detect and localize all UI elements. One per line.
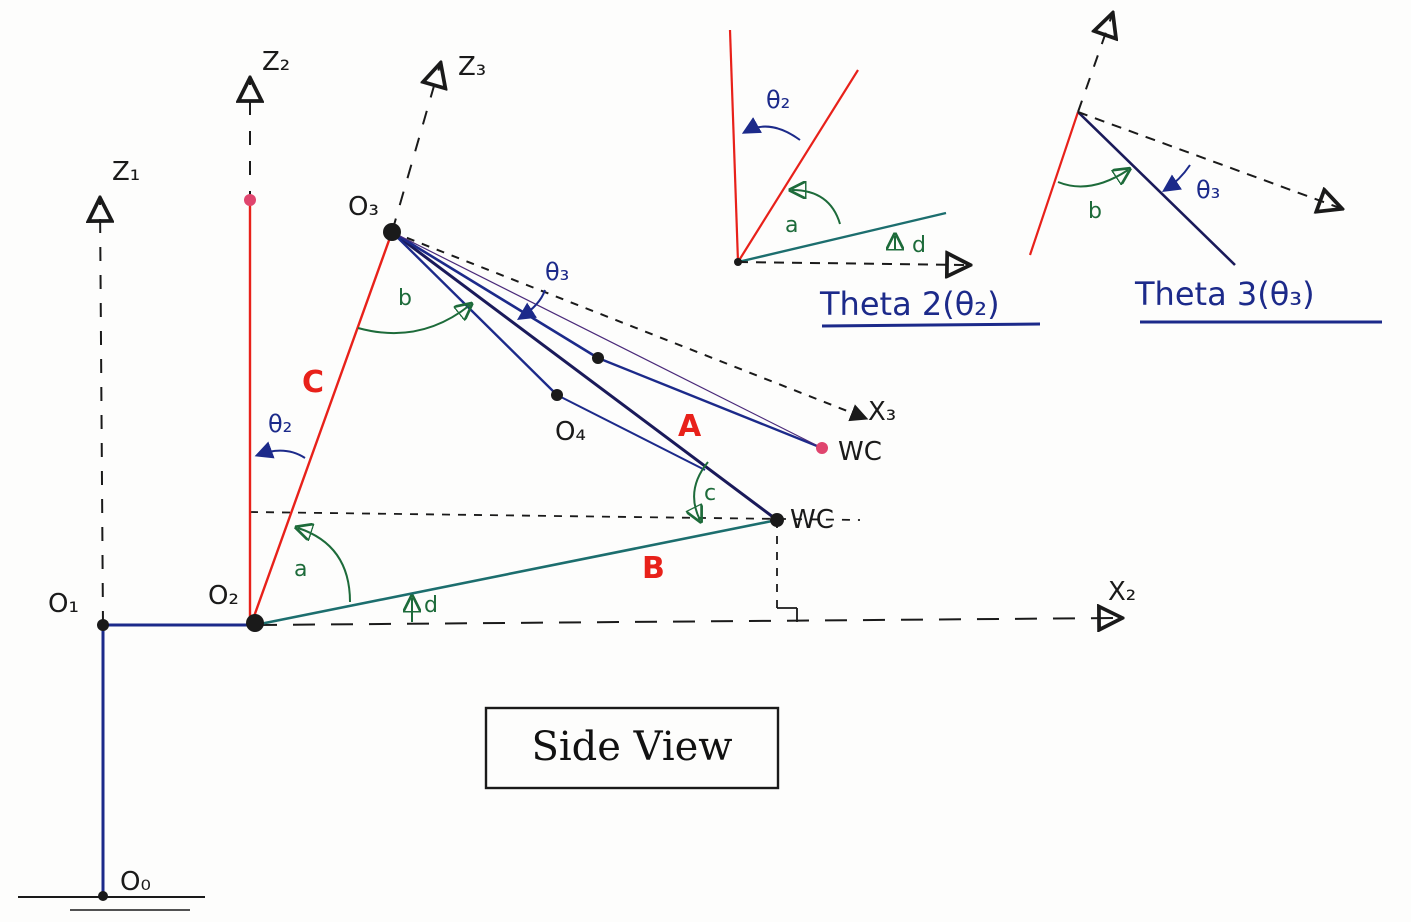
point-wc-main — [770, 513, 784, 527]
inset2-theta-label: θ₂ — [766, 86, 790, 114]
side-a-line — [391, 230, 778, 522]
label-wc-alt: WC — [838, 437, 882, 467]
label-z1: Z₁ — [112, 157, 140, 187]
label-o4: O₄ — [555, 417, 586, 447]
label-angle-a: a — [294, 557, 307, 582]
inset3-theta-label: θ₃ — [1196, 176, 1220, 204]
label-wc-main: WC — [790, 505, 834, 535]
axis-z1 — [100, 200, 103, 626]
inset2-a-label: a — [785, 213, 798, 238]
side-b-line — [254, 518, 778, 627]
axis-z3 — [391, 65, 440, 233]
inset3-b-label: b — [1088, 199, 1102, 224]
angle-theta2-arc — [254, 441, 306, 459]
label-angle-c: c — [704, 481, 716, 506]
label-side-c: C — [302, 365, 324, 400]
label-x3: X₃ — [868, 397, 896, 427]
point-o2 — [246, 614, 264, 632]
point-wc-alt — [816, 442, 828, 454]
inset-theta3: θ₃ b Theta 3(θ₃) — [1028, 15, 1382, 324]
link-base — [101, 623, 255, 896]
label-o2: O₂ — [208, 581, 239, 611]
inset-theta2: θ₂ a d Theta 2(θ₂) — [728, 29, 1041, 328]
point-o3 — [383, 223, 401, 241]
angle-theta3-arc — [516, 289, 546, 320]
label-o0: O₀ — [120, 867, 151, 897]
label-o1: O₁ — [48, 589, 79, 619]
point-o0 — [98, 891, 108, 901]
axis-x2 — [254, 618, 1120, 625]
label-z3: Z₃ — [458, 52, 486, 82]
projection-lines — [249, 511, 861, 622]
inset2-caption: Theta 2(θ₂) — [819, 285, 1000, 323]
angle-b-arc — [357, 305, 470, 334]
side-c-line — [250, 231, 394, 623]
point-o1 — [97, 619, 109, 631]
inset2-d-label: d — [912, 233, 926, 258]
label-angle-b: b — [398, 286, 412, 311]
label-side-a: A — [678, 409, 702, 444]
label-z2: Z₂ — [262, 47, 290, 77]
title-box: Side View — [484, 706, 780, 790]
label-angle-d: d — [424, 593, 438, 618]
angle-c-arc — [694, 461, 709, 520]
point-z2-top — [244, 194, 256, 206]
ground — [18, 896, 205, 911]
point-joint — [592, 352, 604, 364]
label-theta2: θ₂ — [268, 410, 292, 438]
inset3-caption: Theta 3(θ₃) — [1134, 275, 1315, 313]
point-o4 — [551, 389, 563, 401]
label-side-b: B — [642, 551, 665, 586]
label-o3: O₃ — [348, 192, 379, 222]
link-alt-purple — [391, 230, 823, 450]
angle-a-arc — [298, 528, 351, 603]
title-text: Side View — [531, 724, 732, 770]
label-x2: X₂ — [1108, 577, 1136, 607]
axis-x3 — [391, 231, 869, 422]
label-theta3: θ₃ — [545, 258, 569, 286]
